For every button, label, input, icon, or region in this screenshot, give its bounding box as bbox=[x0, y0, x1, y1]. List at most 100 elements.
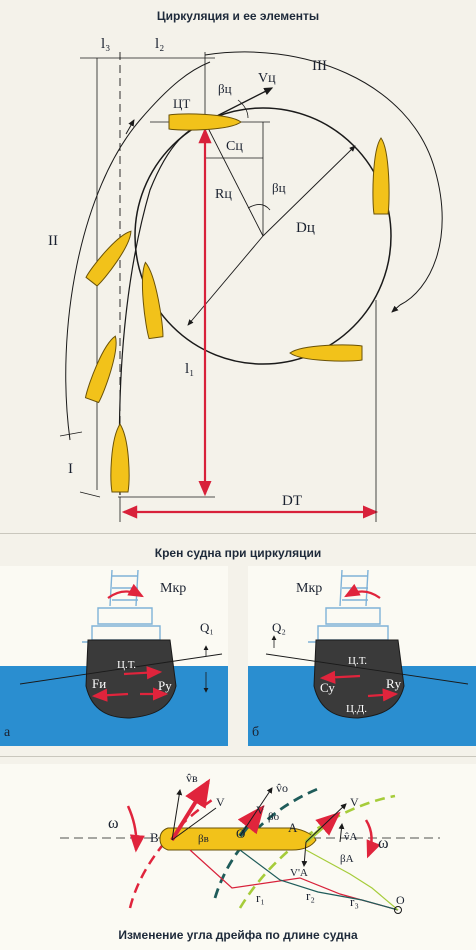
phase-i-tick-bottom bbox=[79, 491, 101, 498]
d-c-label: Dц bbox=[296, 220, 315, 236]
letter-a: а bbox=[4, 725, 11, 740]
arrow-ct-a bbox=[123, 666, 163, 680]
ship-bottom bbox=[289, 344, 363, 362]
phase-i-label: I bbox=[68, 461, 73, 477]
arrow-fi-a bbox=[91, 688, 129, 702]
radius-r2 bbox=[239, 849, 399, 911]
velocity-red bbox=[170, 778, 211, 842]
drift-panel: ω ω В О А βв βо βА v̂в V v̂о V V V'А v̂А… bbox=[0, 758, 476, 950]
ct-label: ЦТ bbox=[173, 96, 190, 111]
beta-arc-center bbox=[247, 204, 271, 211]
heel-panel: Крен судна при циркуляции bbox=[0, 536, 476, 752]
ship-3 bbox=[85, 230, 132, 287]
velocity-vb bbox=[171, 789, 183, 841]
inner-path bbox=[65, 61, 211, 441]
heel-title: Крен судна при циркуляции bbox=[154, 546, 322, 560]
mkr-b-label: Мкр bbox=[296, 581, 322, 596]
a-label: А bbox=[288, 820, 298, 835]
drift-title: Изменение угла дрейфа по длине судна bbox=[118, 928, 358, 942]
fi-a-label: Fи bbox=[92, 676, 106, 691]
phase-i-tick-top bbox=[59, 431, 83, 437]
letter-b: б bbox=[252, 725, 259, 740]
waterline-tilted-a bbox=[19, 653, 223, 685]
separator-2 bbox=[0, 756, 476, 757]
arrow-ry-b bbox=[367, 688, 399, 702]
l3-label: l₃ bbox=[101, 36, 110, 52]
drift-hull bbox=[159, 827, 317, 851]
outer-arc bbox=[204, 51, 443, 306]
drift-diagram: ω ω В О А βв βо βА v̂в V v̂о V V V'А v̂А… bbox=[0, 764, 476, 950]
ship-4 bbox=[141, 261, 164, 340]
circulation-diagram: l₃ l₂ II III I bbox=[48, 36, 443, 522]
separator-1 bbox=[0, 533, 476, 534]
ry-b-label: Rу bbox=[386, 676, 402, 691]
v-c-label: Vц bbox=[258, 71, 276, 86]
v1-label: V bbox=[216, 795, 225, 809]
cd-b-label: Ц.Д. bbox=[346, 703, 367, 715]
beta-a-label: βА bbox=[340, 853, 354, 865]
q2-label: Q₂ bbox=[272, 620, 286, 635]
radius-line bbox=[204, 121, 264, 237]
v-o-label: v̂о bbox=[276, 781, 288, 795]
ship-right bbox=[372, 137, 390, 215]
omega-right-arrow bbox=[364, 819, 381, 859]
diameter-line-upper bbox=[262, 145, 356, 237]
arrow-mkr-b bbox=[344, 583, 381, 599]
d-t-label: DТ bbox=[282, 493, 302, 509]
pole-marker bbox=[394, 906, 402, 914]
cy-b-label: Су bbox=[320, 680, 335, 695]
ct-b-label: Ц.Т. bbox=[348, 655, 367, 667]
diameter-line-lower bbox=[187, 235, 264, 326]
heel-view-b: б Мкр Ц.Т. Су Rу Ц.Д. Q₂ bbox=[248, 566, 476, 746]
omega-left-label: ω bbox=[108, 815, 119, 832]
phase-iii-label: III bbox=[312, 58, 327, 74]
ship-start bbox=[110, 423, 130, 493]
velocity-va bbox=[338, 823, 345, 843]
circulation-panel: Циркуляция и ее элементы l₃ l₂ bbox=[48, 9, 443, 522]
r3-label: r₃ bbox=[350, 894, 359, 909]
v-a-prime-label: V'А bbox=[290, 867, 308, 879]
heel-diagram: а Мкр Ц.Т. Fи Ру Q₁ bbox=[0, 566, 476, 746]
circulation-circle bbox=[134, 107, 392, 365]
beta-b-label: βв bbox=[198, 833, 209, 845]
l2-label: l₂ bbox=[155, 36, 164, 52]
c-c-label: Сц bbox=[226, 139, 243, 154]
q1-label: Q₁ bbox=[200, 620, 214, 635]
omega-left-arrow bbox=[126, 805, 145, 853]
velocity-b-v bbox=[171, 807, 217, 841]
velocity-vo bbox=[239, 787, 273, 837]
red-dashed-arc bbox=[128, 796, 216, 909]
ship-track bbox=[118, 121, 206, 496]
v2-label: V bbox=[256, 803, 265, 817]
velocity-va-prime bbox=[301, 841, 308, 867]
outer-arc-arrow bbox=[391, 304, 401, 313]
beta-arc-ct bbox=[237, 99, 249, 119]
beta-o-label: βо bbox=[268, 811, 280, 823]
ship-ct bbox=[168, 113, 242, 131]
omega-right-label: ω bbox=[378, 835, 389, 852]
v-a-label: v̂А bbox=[344, 831, 358, 843]
v3-label: V bbox=[350, 795, 359, 809]
v-b-label: v̂в bbox=[186, 771, 198, 785]
lime-dashed-arc bbox=[238, 794, 396, 909]
mkr-a-label: Мкр bbox=[160, 581, 186, 596]
hull-b bbox=[313, 639, 405, 719]
heel-view-a: а Мкр Ц.Т. Fи Ру Q₁ bbox=[0, 566, 228, 746]
circulation-title: Циркуляция и ее элементы bbox=[156, 9, 320, 23]
py-a-label: Ру bbox=[158, 678, 172, 693]
o-label: О bbox=[236, 826, 245, 841]
ship-2 bbox=[84, 335, 117, 404]
ct-a-label: Ц.Т. bbox=[117, 659, 136, 671]
r-c-label: Rц bbox=[215, 187, 232, 202]
b-label: В bbox=[150, 830, 159, 845]
beta-c2-label: βц bbox=[272, 180, 286, 195]
arrow-cy-b bbox=[319, 670, 361, 684]
r1-label: r₁ bbox=[256, 890, 265, 905]
velocity-v3 bbox=[305, 803, 347, 843]
teal-dashed-arc bbox=[213, 786, 321, 899]
phase-ii-label: II bbox=[48, 233, 58, 249]
beta-c-label: βц bbox=[218, 81, 232, 96]
waterline-tilted-b bbox=[265, 653, 469, 685]
r2-label: r₂ bbox=[306, 888, 315, 903]
l1-label: l₁ bbox=[185, 361, 194, 377]
